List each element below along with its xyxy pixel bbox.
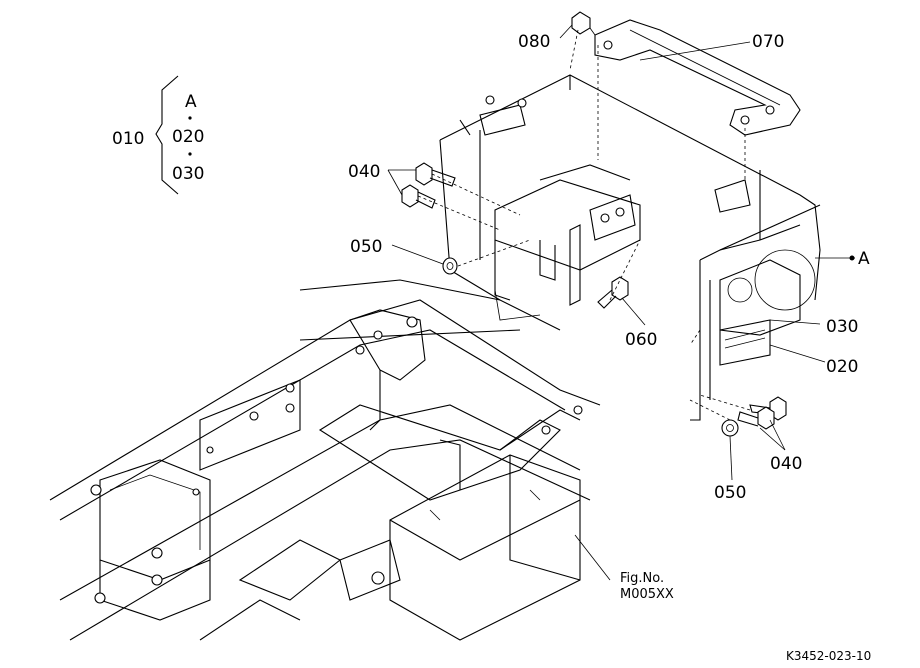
legend-item-020: 020 bbox=[172, 127, 204, 147]
callout-050-bottom: 050 bbox=[714, 483, 746, 503]
rear-panel-frame bbox=[439, 74, 821, 421]
handle-bar-part-070 bbox=[594, 19, 801, 136]
bolt-part-080 bbox=[571, 11, 596, 36]
washer-part-050-left bbox=[442, 257, 458, 275]
callout-040-top: 040 bbox=[348, 162, 380, 182]
bolts-part-040-bottom bbox=[737, 396, 787, 430]
washer-part-050-bottom bbox=[721, 419, 739, 437]
assembly-guide-lines bbox=[417, 29, 751, 421]
bolts-part-040-top bbox=[401, 162, 456, 209]
legend-dot bbox=[188, 152, 192, 156]
legend-item-030: 030 bbox=[172, 164, 204, 184]
legend-brace bbox=[155, 75, 179, 195]
legend-group-number: 010 bbox=[112, 129, 144, 149]
drawing-code: K3452-023-10 bbox=[786, 649, 871, 663]
legend-dot bbox=[188, 116, 192, 120]
lower-bracket bbox=[318, 309, 583, 501]
battery-box bbox=[339, 454, 581, 641]
reference-dot bbox=[849, 255, 855, 261]
callout-leaders bbox=[387, 24, 855, 581]
callout-080: 080 bbox=[518, 32, 550, 52]
callout-070: 070 bbox=[752, 32, 784, 52]
figure-number-code: M005XX bbox=[620, 587, 674, 602]
callout-060: 060 bbox=[625, 330, 657, 350]
callout-050-left: 050 bbox=[350, 237, 382, 257]
callout-030: 030 bbox=[826, 317, 858, 337]
figure-number-label: Fig.No. bbox=[620, 571, 664, 586]
callout-040-bottom: 040 bbox=[770, 454, 802, 474]
bolt-part-060 bbox=[597, 276, 629, 309]
parts-group-legend: 010 A 020 030 bbox=[112, 75, 204, 195]
legend-item-a: A bbox=[185, 92, 197, 112]
callout-reference-a: A bbox=[858, 249, 870, 269]
callout-020: 020 bbox=[826, 357, 858, 377]
chassis-frame bbox=[49, 279, 601, 641]
